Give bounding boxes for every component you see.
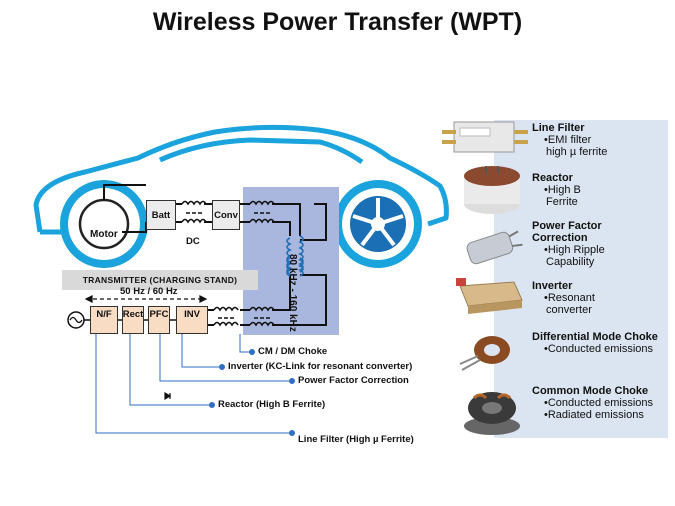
component-reactor: Reactor •High B Ferrite [532,172,581,208]
component-bullet: converter [546,304,592,316]
callout-pfc: Power Factor Correction [298,375,409,386]
component-name: Inverter [532,280,573,292]
dash-markers [186,212,272,319]
line-filter-icon [442,121,528,153]
car-silhouette [33,124,449,235]
component-bullet: •Radiated emissions [544,409,644,421]
common-mode-choke-icon [464,392,520,435]
component-inverter: Inverter •Resonant converter [532,280,595,316]
transmitter-banner: TRANSMITTER (CHARGING STAND) [62,270,258,290]
dc-label: DC [186,236,200,247]
callout-reactor: Reactor (High B Ferrite) [218,399,326,410]
converter-block: Conv [212,200,240,230]
component-cm-choke: Common Mode Choke •Conducted emissions •… [532,385,653,421]
resonant-coils [286,235,304,277]
component-bullet: Capability [546,256,595,268]
component-dm-choke: Differential Mode Choke •Conducted emiss… [532,331,662,355]
battery-block: Batt [146,200,176,230]
callout-dots [209,349,295,436]
component-name: Differential Mode Choke [532,331,658,343]
callout-leaders [95,334,292,434]
page-title: Wireless Power Transfer (WPT) [152,8,523,36]
rectifier-block: Rect [122,306,144,334]
kc-link-capacitor-icon [456,278,523,314]
component-bullet: •EMI filter [544,134,592,146]
component-bullet: •High Ripple [544,244,605,256]
inverter-block: INV [176,306,208,334]
component-name: Power Factor Correction [532,220,602,244]
front-wheel [334,180,422,268]
component-bullet: high µ ferrite [546,146,608,158]
frequency-arrow [84,295,208,303]
resonant-frequency-label: 80 kHz - 160 kHz [287,254,298,332]
callout-line-filter: Line Filter (High µ Ferrite) [298,434,414,445]
component-name: Common Mode Choke [532,385,649,397]
component-panel [494,120,668,438]
component-name: Reactor [532,172,573,184]
component-bullet: •Resonant [544,292,595,304]
component-bullet: Ferrite [546,196,578,208]
choke-symbols [181,200,275,327]
callout-inverter: Inverter (KC-Link for resonant converter… [228,361,413,372]
diode-glyph-icon [164,391,172,401]
motor-label: Motor [90,229,118,240]
line-filter-block: N/F [90,306,118,334]
capacitor-icon [466,230,523,265]
grid-frequency-label: 50 Hz / 60 Hz [120,286,178,297]
component-name: Line Filter [532,122,585,134]
rear-wheel [60,180,148,268]
ac-source-icon [67,311,85,329]
pfc-block: PFC [148,306,170,334]
callout-cm-dm-choke: CM / DM Choke [258,346,328,357]
component-pfc: Power Factor Correction •High Ripple Cap… [532,220,652,268]
toroid-choke-icon [459,336,510,371]
component-bullet: •High B [544,184,581,196]
component-bullet: •Conducted emissions [544,343,654,355]
component-line-filter: Line Filter •EMI filter high µ ferrite [532,122,607,158]
component-bullet: •Conducted emissions [544,397,654,409]
reactor-icon [464,166,520,214]
